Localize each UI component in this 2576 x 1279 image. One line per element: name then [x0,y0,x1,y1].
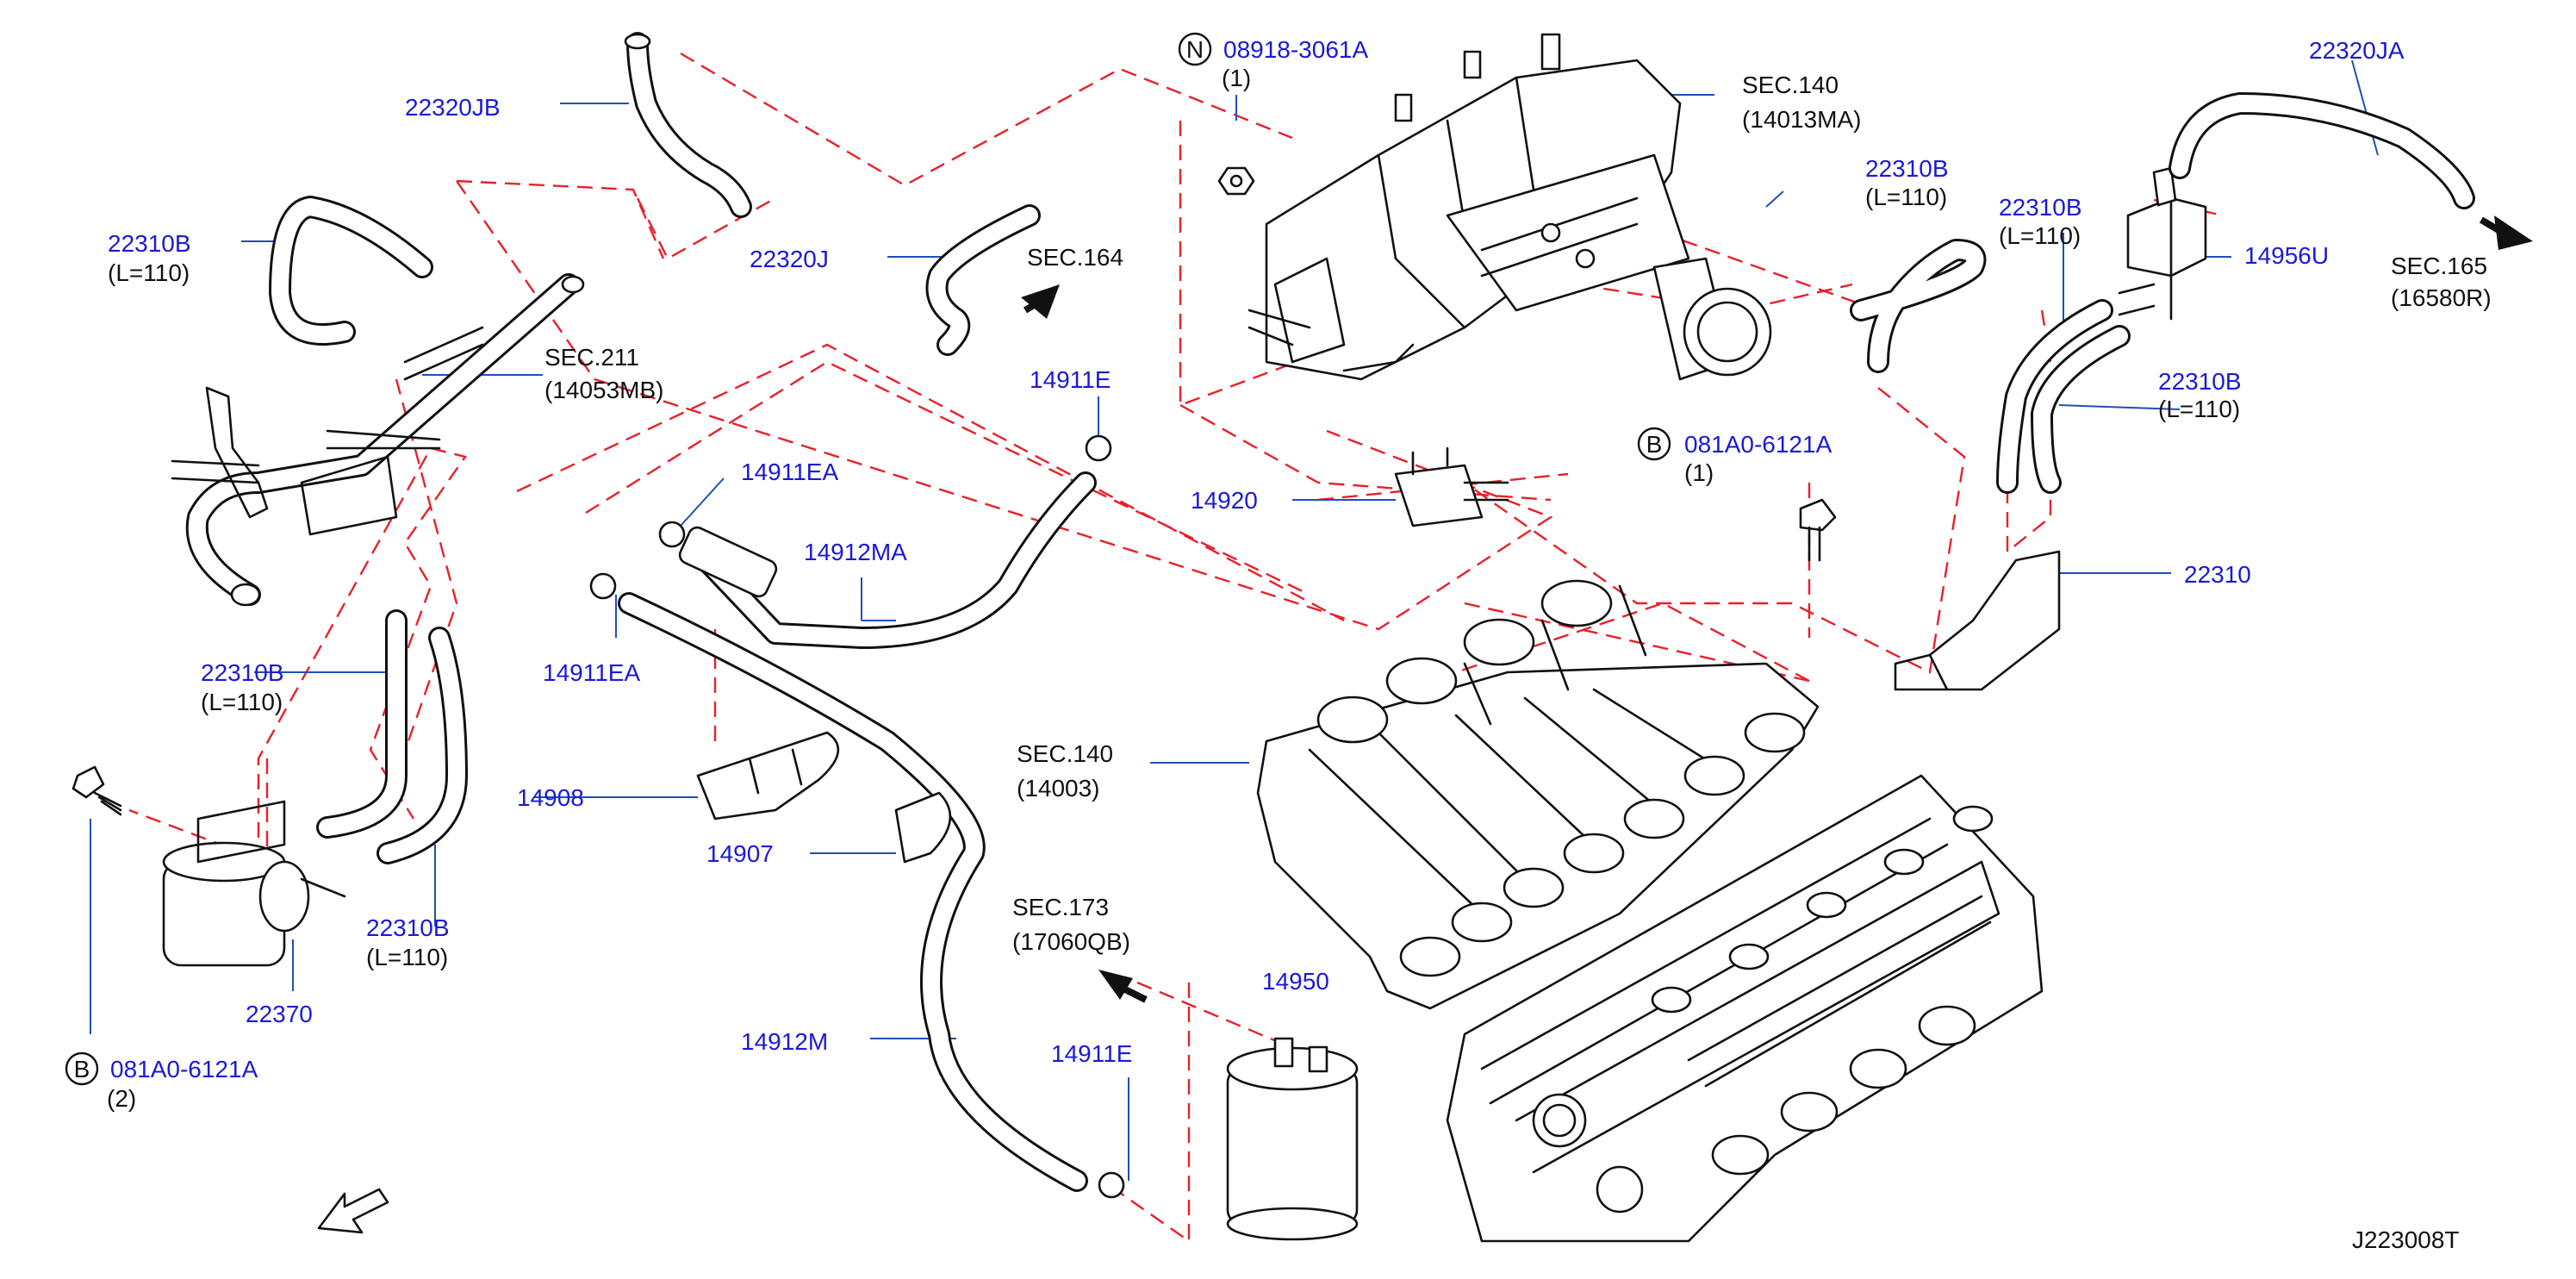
label-sec140-top-sub: (14013MA) [1742,106,1862,133]
bolt-right [1799,498,1837,562]
marker-b-bolt-left: B [65,1051,99,1086]
label-sec164: SEC.164 [1027,244,1123,271]
label-14907: 14907 [706,840,774,867]
label-22310b-f-len: (L=110) [2158,396,2240,422]
label-sec140-mid: SEC.140 [1017,740,1113,767]
valve-14920 [1394,446,1509,527]
marker-n-nut: N [1178,32,1212,66]
label-sec165-sub: (16580R) [2391,284,2492,311]
sec173-arrow [1098,970,1148,1003]
svg-text:B: B [74,1056,90,1082]
svg-text:N: N [1186,36,1204,63]
label-sec140-mid-sub: (14003) [1017,775,1100,802]
label-22310b-b-len: (L=110) [201,689,283,715]
label-22310b-a-len: (L=110) [108,259,190,286]
junction-22310 [1894,550,2061,691]
label-22310b-d: 22310B [1865,155,1949,182]
sec165-arrow [2479,215,2533,250]
label-sec173: SEC.173 [1012,894,1109,920]
label-bolt-left-part: 081A0-6121A [110,1056,258,1082]
clip-14907 [894,791,952,864]
label-22310b-f: 22310B [2158,368,2242,395]
canister-22370 [162,800,346,967]
hose-22310b-left-vertical [316,609,468,864]
label-14911ea-bottom: 14911EA [543,659,640,686]
label-nut-part: 08918-3061A [1223,36,1368,63]
label-14908: 14908 [517,784,584,811]
clamps [589,434,1125,1199]
label-22310: 22310 [2184,561,2251,588]
label-14912ma: 14912MA [804,539,907,565]
label-22310b-b: 22310B [201,659,284,686]
hose-14912m [618,592,1088,1192]
label-sec165: SEC.165 [2391,253,2487,279]
hose-22320j [925,204,1041,356]
label-bolt-left-qty: (2) [107,1085,136,1112]
label-22310b-e: 22310B [1999,194,2082,221]
leader-lines [90,59,2379,1181]
hose-22310b-center [1850,239,1987,373]
label-22320ja: 22320JA [2309,37,2405,64]
label-22310b-c-len: (L=110) [366,944,448,970]
label-22310b-a: 22310B [108,230,191,257]
label-sec173-sub: (17060QB) [1012,928,1130,955]
label-22320jb: 22320JB [405,94,501,121]
intake-manifold [1256,579,1820,1010]
label-14920: 14920 [1191,487,1258,514]
svg-text:B: B [1646,431,1663,458]
label-sec140-top: SEC.140 [1742,72,1839,98]
label-22310b-e-len: (L=110) [1999,222,2081,249]
solenoid-14956u [2118,166,2207,321]
label-drawing-id: J223008T [2352,1226,2460,1253]
bolt-left [72,765,122,816]
cylinder-head [1446,774,2044,1243]
label-bolt-right-qty: (1) [1684,459,1714,486]
hose-14912ma [678,471,1097,649]
label-22370: 22370 [246,1001,313,1027]
label-nut-qty: (1) [1222,65,1251,91]
label-sec211: SEC.211 [544,344,639,371]
label-14950: 14950 [1262,968,1329,995]
bracket-14908 [696,731,840,820]
label-14912m: 14912M [741,1028,828,1055]
label-22310b-c: 22310B [366,914,450,941]
label-22310b-d-len: (L=110) [1865,184,1947,210]
label-14911e-top: 14911E [1030,366,1111,393]
intake-plenum [1248,33,1772,381]
label-22320j: 22320J [750,246,829,272]
label-14911ea-top: 14911EA [741,459,838,485]
front-arrow [317,1188,389,1234]
hose-22310b-right [1996,299,2131,494]
marker-b-bolt-right: B [1637,427,1671,461]
nut-08918 [1217,166,1255,196]
label-14956u: 14956U [2244,242,2329,269]
label-14911e-bottom: 14911E [1051,1040,1132,1067]
water-pipe-assembly [171,273,585,607]
label-bolt-right-part: 081A0-6121A [1684,431,1832,458]
canister-14950 [1226,1037,1359,1241]
part-labels: 22320JB 22310B (L=110) SEC.211 (14053MB)… [107,36,2492,1253]
hose-22310b-loop [269,196,433,346]
hose-22320ja [2168,92,2475,209]
hose-22320jb [624,32,752,218]
label-sec211-sub: (14053MB) [544,377,664,403]
